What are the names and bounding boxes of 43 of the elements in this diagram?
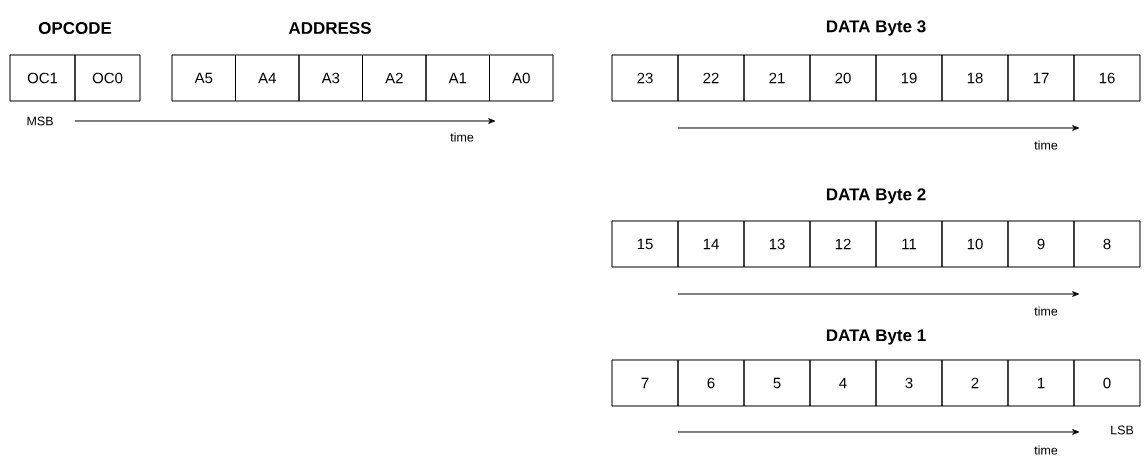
bit-cell: A1 [425, 54, 490, 102]
bit-cell: 10 [941, 220, 1009, 268]
bit-cell: 5 [743, 359, 811, 407]
axis-label: time [1034, 445, 1058, 455]
bit-cell: 16 [1073, 54, 1141, 102]
field-heading: DATA Byte 3 [826, 20, 926, 36]
bit-cell: 8 [1073, 220, 1141, 268]
bit-cell: 2 [941, 359, 1009, 407]
bit-cell: 6 [677, 359, 745, 407]
bit-cell: 18 [941, 54, 1009, 102]
bit-cell: 20 [809, 54, 877, 102]
bit-cell: 9 [1007, 220, 1075, 268]
bit-cell: 1 [1007, 359, 1075, 407]
bit-cell: 19 [875, 54, 943, 102]
bit-cell: 13 [743, 220, 811, 268]
axis-label: time [1034, 140, 1058, 150]
bit-cell: 22 [677, 54, 745, 102]
field-heading: ADDRESS [288, 22, 371, 34]
bit-cell: OC1 [9, 54, 76, 102]
bit-cell: A4 [235, 54, 300, 102]
field-heading: DATA Byte 2 [826, 188, 926, 204]
bit-cell: 4 [809, 359, 877, 407]
bit-cell: 3 [875, 359, 943, 407]
bit-cell: 15 [611, 220, 679, 268]
axis-label: time [1034, 306, 1058, 316]
bit-cell: OC0 [74, 54, 141, 102]
bit-cell: A3 [298, 54, 363, 102]
bit-cell: 14 [677, 220, 745, 268]
bit-cell: A0 [489, 54, 554, 102]
field-heading: OPCODE [38, 22, 112, 34]
axis-label: MSB [27, 116, 53, 126]
field-heading: DATA Byte 1 [826, 329, 926, 345]
bit-cell: 11 [875, 220, 943, 268]
axis-label: LSB [1111, 425, 1134, 435]
bit-cell: 23 [611, 54, 679, 102]
bit-cell: A5 [171, 54, 236, 102]
axis-label: time [450, 132, 474, 142]
bit-cell: A2 [362, 54, 427, 102]
bit-cell: 12 [809, 220, 877, 268]
bit-cell: 7 [611, 359, 679, 407]
bit-cell: 21 [743, 54, 811, 102]
bit-cell: 0 [1073, 359, 1141, 407]
bit-cell: 17 [1007, 54, 1075, 102]
